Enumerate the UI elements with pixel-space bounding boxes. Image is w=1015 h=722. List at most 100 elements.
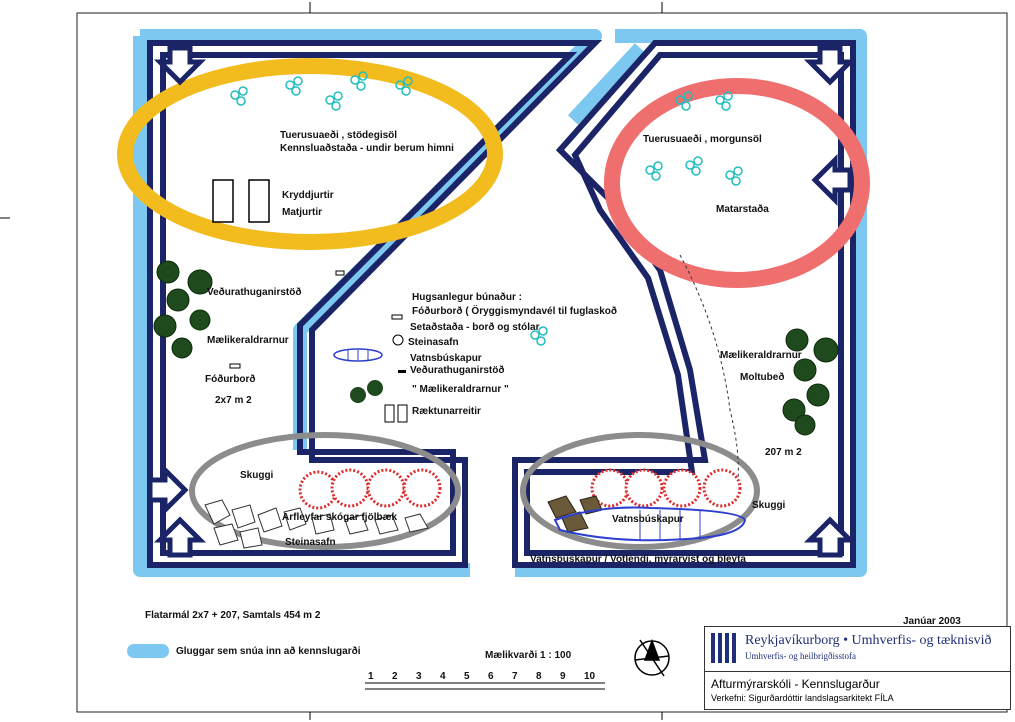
morning-sun-zone: [604, 78, 870, 288]
rock-symbol: [344, 514, 369, 535]
bird-table-symbol: [391, 314, 403, 320]
dashed-path: [679, 254, 739, 481]
flower-symbol: [662, 468, 702, 508]
ne-zone-label-1: Tuerusuaeði , morgunsöl: [643, 134, 762, 145]
vegetables-label: Matjurtir: [282, 207, 322, 218]
bird-table-west-label: Fóðurborð: [205, 374, 256, 385]
tree-symbol: [782, 398, 806, 422]
entrance-arrows: [147, 45, 857, 558]
trees-west: [153, 260, 213, 359]
shade-west-label: Skuggi: [240, 470, 274, 481]
rock-symbol: [392, 334, 404, 346]
growing-bed-symbol: [384, 404, 395, 423]
scale-number: 3: [416, 671, 422, 682]
org-name: Reykjavíkurborg • Umhverfis- og tæknisvi…: [745, 633, 992, 648]
flowers-west: [298, 468, 442, 510]
plant-symbol: [731, 176, 741, 186]
plant-symbol: [230, 90, 240, 100]
plant-symbol: [236, 96, 246, 106]
scale-number: 7: [512, 671, 518, 682]
tree-symbol: [166, 288, 190, 312]
compost-label: Moltubeð: [740, 372, 785, 383]
tree-symbol: [793, 358, 817, 382]
scale-number: 10: [584, 671, 596, 682]
plant-symbol: [691, 166, 701, 176]
plant-symbol: [683, 91, 693, 101]
total-area-label: Flatarmál 2x7 + 207, Samtals 454 m 2: [145, 610, 321, 621]
plant-symbol: [293, 76, 303, 86]
plant-symbol: [356, 81, 366, 91]
plant-symbol: [291, 86, 301, 96]
plant-symbol: [723, 91, 733, 101]
scale-number: 9: [560, 671, 566, 682]
flower-symbol: [624, 468, 664, 508]
area-east-label: 207 m 2: [765, 447, 802, 458]
plant-symbol: [685, 160, 695, 170]
herbs-label: Kryddjurtir: [282, 190, 334, 201]
flower-symbol: [402, 468, 442, 508]
herb-bed: [212, 179, 234, 223]
rock-symbol: [239, 527, 263, 549]
scale-numbers: 1 2 3 4 5 6 7 8 9 10: [368, 671, 608, 683]
rock-symbol: [311, 513, 335, 535]
shade-zone-east: [520, 432, 760, 550]
trees-center: [350, 380, 383, 403]
title-block: Reykjavíkurborg • Umhverfis- og tæknisvi…: [704, 626, 1011, 710]
legend-windows-label: Gluggar sem snúa inn að kennslugarði: [176, 646, 361, 657]
plant-symbol: [285, 80, 295, 90]
equipment-item: Ræktunarreitir: [412, 406, 481, 417]
flower-symbol: [330, 468, 370, 508]
pond-east: [553, 506, 747, 542]
plant-symbol: [325, 95, 335, 105]
city-logo-icon: [711, 633, 741, 663]
rock-symbol: [213, 523, 239, 546]
tree-symbol: [187, 269, 213, 295]
scale-number: 2: [392, 671, 398, 682]
equipment-item: Veðurathuganirstöð: [410, 365, 505, 376]
rock-symbol: [283, 507, 307, 531]
equipment-item: Vatnsbúskapur: [410, 353, 482, 364]
plant-symbol: [538, 326, 548, 336]
rock-symbol: [374, 514, 399, 535]
rock-symbol: [231, 504, 256, 529]
rock-garden-label-1: Arfleyfar skógar fjölbæk: [282, 512, 398, 523]
nw-zone-label-2: Kennsluaðstaða - undir berum himni: [280, 143, 454, 154]
plant-symbol: [675, 95, 685, 105]
shade-zone-west: [189, 432, 461, 550]
growing-bed-symbol: [397, 404, 408, 423]
plant-symbol: [721, 101, 731, 111]
vegetable-bed: [248, 179, 270, 223]
plant-symbol: [725, 170, 735, 180]
plant-symbol: [395, 80, 405, 90]
tree-symbol: [156, 260, 180, 284]
date-label: Janúar 2003: [903, 616, 961, 627]
bird-table-symbol: [229, 363, 241, 369]
rock-garden-label-2: Steinasafn: [285, 537, 336, 548]
plant-symbol: [733, 166, 743, 176]
turquoise-plants: [230, 71, 743, 346]
scale-number: 8: [536, 671, 542, 682]
org-subtitle: Umhverfis- og heilbrigðisstofa: [745, 651, 856, 661]
arrow-icon: [811, 153, 853, 207]
rock-symbol: [547, 495, 577, 519]
equipment-item: Setaðstaða - borð og stólar: [410, 322, 540, 333]
tree-symbol: [806, 383, 830, 407]
plant-symbol: [238, 86, 248, 96]
plant-symbol: [715, 95, 725, 105]
weather-station-symbol: [398, 370, 406, 373]
arrow-icon: [153, 516, 207, 558]
area-west-label: 2x7 m 2: [215, 395, 252, 406]
tree-symbol: [153, 314, 177, 338]
designer-label: Verkefni: Sigurðardóttir landslagsarkite…: [711, 693, 894, 703]
north-arrow-icon: [634, 638, 670, 677]
rock-garden-east: [547, 495, 603, 533]
tree-symbol: [367, 380, 383, 396]
plant-symbol: [651, 171, 661, 181]
plant-symbol: [536, 336, 546, 346]
rock-garden-west: [204, 499, 429, 549]
plant-symbol: [403, 76, 413, 86]
flower-symbol: [298, 470, 338, 510]
weather-station-west-label: Veðurathuganirstöð: [207, 287, 302, 298]
scale-number: 6: [488, 671, 494, 682]
plant-symbol: [358, 71, 368, 81]
